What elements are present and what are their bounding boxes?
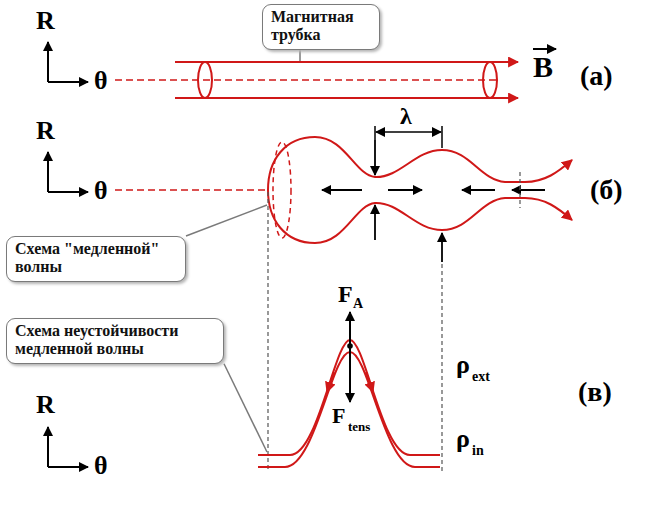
- density-symbol: ρ: [456, 426, 470, 452]
- leader-line: [186, 205, 267, 236]
- motion-arrows: [322, 140, 545, 262]
- callout-text: Схема "медленной" волны: [15, 240, 177, 277]
- callout-box: Схема неустойчивости медленной волны: [6, 318, 224, 364]
- density-symbol: ρ: [456, 352, 470, 378]
- callout-text: Магнитная трубка: [271, 8, 371, 45]
- panel-label: (а): [580, 62, 613, 90]
- panel-label: (б): [590, 176, 623, 204]
- force-symbol: F: [338, 282, 353, 306]
- force-arrows: [349, 312, 351, 402]
- leader-line: [224, 364, 267, 452]
- tube-axis: [115, 79, 500, 81]
- callout-box: Схема "медленной" волны: [6, 236, 186, 282]
- vector-label: B: [533, 52, 553, 82]
- force-subscript: A: [353, 297, 363, 311]
- axis-label: R: [36, 118, 55, 144]
- axes-c: [48, 427, 88, 467]
- force-point: [347, 343, 353, 349]
- callout-text: Схема неустойчивости медленной волны: [15, 322, 215, 359]
- guide-lines: [268, 192, 442, 472]
- callout-box: Магнитная трубка: [262, 4, 380, 50]
- axis-label: R: [36, 392, 55, 418]
- vector-arrow: [533, 48, 556, 50]
- force-symbol: F: [332, 405, 345, 427]
- tube-axis: [115, 189, 268, 191]
- guide-line: [519, 172, 520, 208]
- density-subscript: in: [472, 444, 484, 458]
- magnetic-tube: [175, 62, 518, 98]
- leader-line: [299, 50, 301, 61]
- axes-a: [48, 42, 88, 82]
- force-subscript: tens: [348, 420, 370, 433]
- panel-label: (в): [578, 378, 612, 406]
- axis-label: θ: [94, 68, 108, 94]
- density-subscript: ext: [472, 370, 490, 384]
- axis-label: R: [36, 8, 55, 34]
- unstable-tube: [258, 340, 440, 467]
- callout-leaders: [186, 50, 300, 452]
- axis-label: θ: [94, 178, 108, 204]
- wavelength-dimension: [375, 126, 442, 148]
- slow-wave-tube: [268, 137, 572, 243]
- axis-label: θ: [94, 453, 108, 479]
- wavelength-label: λ: [400, 104, 412, 128]
- axes-b: [48, 152, 88, 192]
